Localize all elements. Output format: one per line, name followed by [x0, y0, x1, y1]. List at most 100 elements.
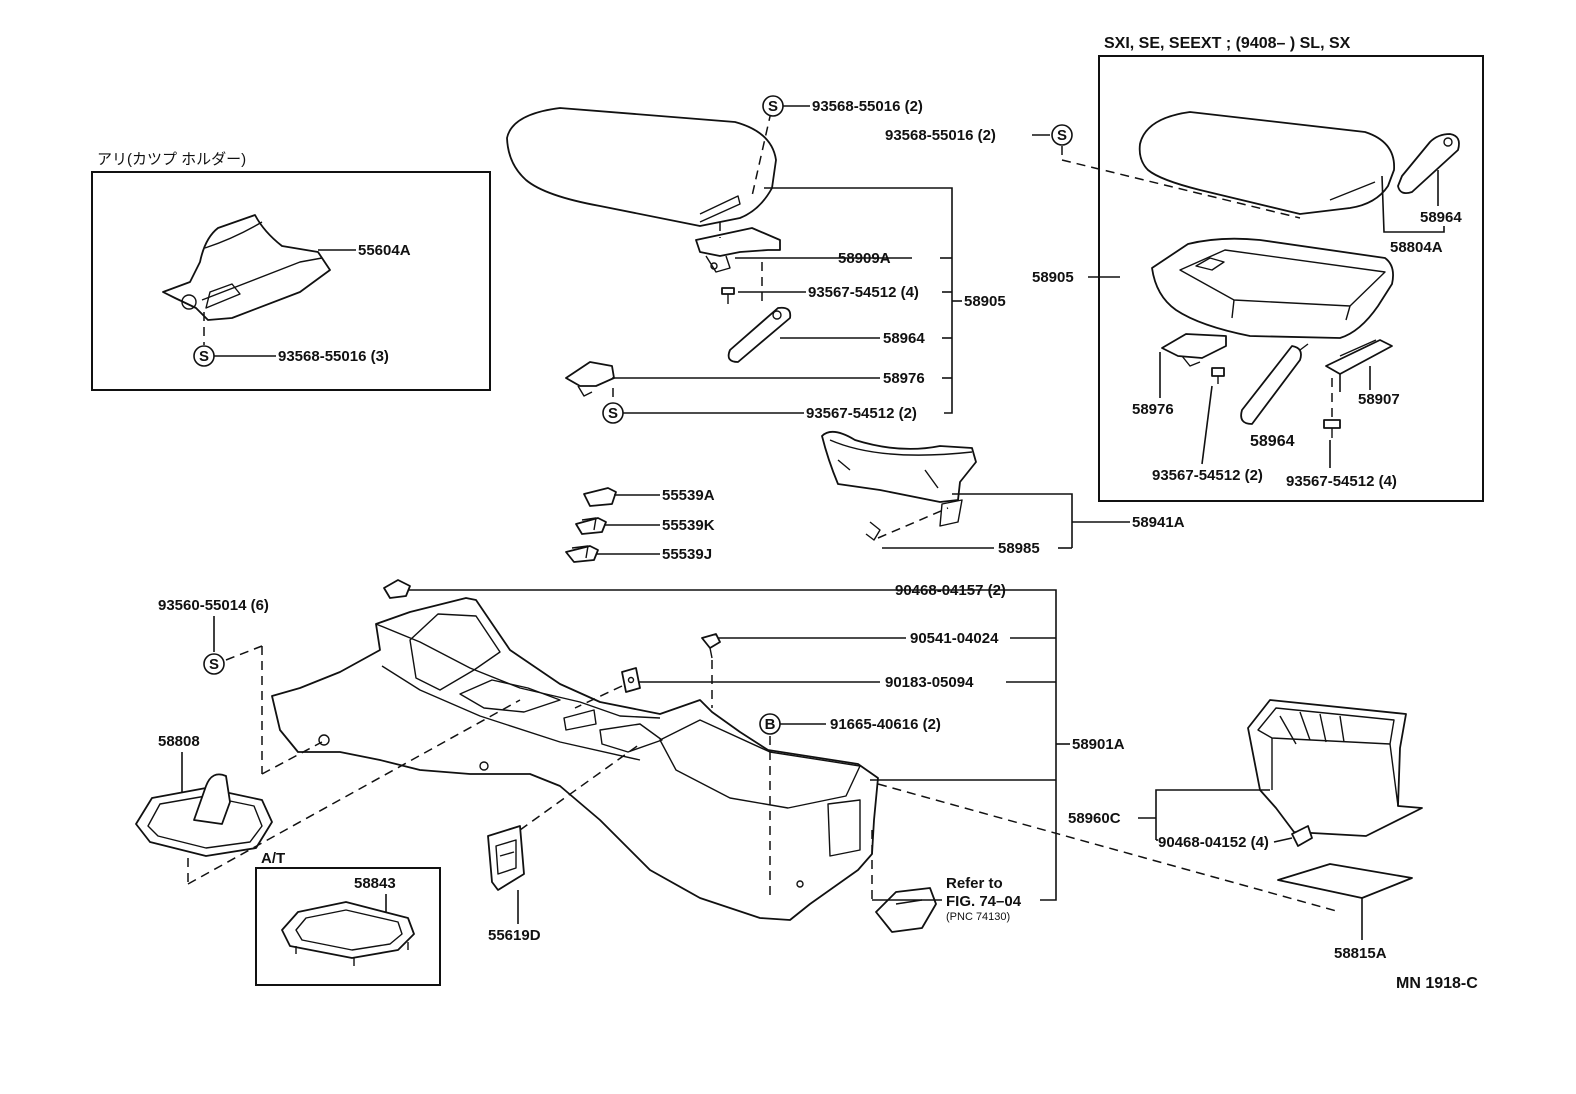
label-55539a: 55539A	[662, 487, 715, 504]
label-90468-2: 90468-04157 (2)	[895, 582, 1006, 599]
label-55619d: 55619D	[488, 927, 541, 944]
strap-58964-right	[1397, 133, 1460, 195]
insert-74130	[875, 887, 937, 933]
label-58843: 58843	[354, 875, 396, 892]
svg-text:B: B	[765, 716, 776, 733]
label-55539j: 55539J	[662, 546, 712, 563]
label-93560: 93560-55014 (6)	[158, 597, 269, 614]
svg-text:S: S	[199, 348, 209, 365]
label-58964-bold: 58964	[1250, 433, 1295, 450]
label-58964-right: 58964	[1420, 209, 1462, 226]
label-58976-mid: 58976	[883, 370, 925, 387]
strap-58964-mid	[727, 306, 792, 363]
diagram-code: MN 1918-C	[1396, 975, 1478, 992]
label-58815a: 58815A	[1334, 945, 1387, 962]
nut-90183	[621, 667, 641, 693]
tray-58941a	[821, 430, 977, 541]
cup-holder-box	[91, 171, 491, 391]
label-58804a: 58804A	[1390, 239, 1443, 256]
label-55604a: 55604A	[358, 242, 411, 259]
svg-text:S: S	[608, 405, 618, 422]
cup-holder-part	[162, 214, 331, 321]
dash-58815a	[877, 783, 1341, 913]
at-box-title: A/T	[261, 850, 285, 867]
bracket-55619d	[487, 825, 525, 891]
variant-box	[1098, 55, 1484, 502]
screw-symbol-s: S	[193, 345, 215, 367]
label-93568-right: 93568-55016 (2)	[885, 127, 996, 144]
bracket-58960c	[1155, 789, 1270, 840]
label-93567-2-mid: 93567-54512 (2)	[806, 405, 917, 422]
label-93568-3: 93568-55016 (3)	[278, 348, 389, 365]
label-90183: 90183-05094	[885, 674, 974, 691]
bracket-58907	[1325, 339, 1393, 375]
label-58907: 58907	[1358, 391, 1400, 408]
at-box	[255, 867, 441, 986]
clip-90541	[701, 633, 721, 659]
console-box-right	[1151, 237, 1394, 339]
armrest-lid-right	[1138, 111, 1395, 215]
clip-55539a	[583, 487, 617, 507]
dash-55619d	[519, 743, 641, 831]
dash-90183	[574, 685, 623, 709]
svg-text:S: S	[768, 98, 778, 115]
cup-holder-insert-58960c	[1247, 699, 1423, 837]
bracket-58901a	[1040, 589, 1057, 901]
mat-58815a	[1277, 863, 1413, 899]
label-58905-mid: 58905	[964, 293, 1006, 310]
shift-boot-58808	[135, 773, 273, 857]
screw-symbol-s: S	[203, 653, 225, 675]
label-93567-4-mid: 93567-54512 (4)	[808, 284, 919, 301]
center-console-58901a	[271, 597, 879, 921]
dash-93560-c	[261, 741, 323, 775]
screw-symbol-s: S	[602, 402, 624, 424]
dash-58808-b	[187, 699, 521, 885]
label-58976-right: 58976	[1132, 401, 1174, 418]
label-90468-4: 90468-04152 (4)	[1158, 834, 1269, 851]
bracket-58941a	[952, 493, 1073, 548]
bracket-58804a	[1381, 175, 1445, 233]
screw-93567-mid	[721, 287, 735, 304]
hinge-bracket-58909a	[695, 227, 781, 273]
label-93567-2-right: 93567-54512 (2)	[1152, 467, 1263, 484]
clip-55539k	[575, 517, 607, 535]
screw-symbol-s: S	[1051, 124, 1073, 146]
latch-58976-right	[1161, 333, 1227, 367]
clip-90468-04152	[1291, 825, 1313, 847]
label-93567-4-right: 93567-54512 (4)	[1286, 473, 1397, 490]
label-91665: 91665-40616 (2)	[830, 716, 941, 733]
reference-line2: FIG. 74–04	[946, 893, 1022, 910]
svg-text:S: S	[209, 656, 219, 673]
leader-93567-2-right	[1201, 385, 1213, 465]
label-58905-right: 58905	[1032, 269, 1074, 286]
variant-box-title: SXI, SE, SEEXT ; (9408– ) SL, SX	[1104, 35, 1351, 52]
clip-55539j	[565, 545, 599, 563]
strap-58964-bold	[1240, 343, 1309, 425]
dash-93560-a	[225, 645, 263, 661]
bolt-symbol-b: B	[759, 713, 781, 735]
at-bezel-58843	[281, 901, 415, 966]
label-90541: 90541-04024	[910, 630, 999, 647]
dash-58985	[877, 507, 949, 539]
label-93568-top: 93568-55016 (2)	[812, 98, 923, 115]
reference-line1: Refer to	[946, 875, 1003, 892]
label-58941a: 58941A	[1132, 514, 1185, 531]
clip-90468-04157	[383, 579, 411, 599]
label-55539k: 55539K	[662, 517, 715, 534]
label-58964-mid: 58964	[883, 330, 925, 347]
reference-line3: (PNC 74130)	[946, 911, 1010, 923]
latch-58976-mid	[565, 361, 615, 397]
label-58901a: 58901A	[1072, 736, 1125, 753]
armrest-lid	[506, 107, 777, 227]
cup-holder-box-title: アリ(カツプ ホルダー)	[97, 151, 246, 168]
screw-93567-right-a	[1211, 367, 1225, 384]
label-58808: 58808	[158, 733, 200, 750]
screw-symbol-s: S	[762, 95, 784, 117]
label-58960c: 58960C	[1068, 810, 1121, 827]
dash-right-screw-b	[1061, 159, 1301, 219]
leader-90468-4	[1273, 837, 1293, 843]
label-58909a: 58909A	[838, 250, 891, 267]
svg-text:S: S	[1057, 127, 1067, 144]
screw-93567-right-b	[1323, 419, 1341, 438]
